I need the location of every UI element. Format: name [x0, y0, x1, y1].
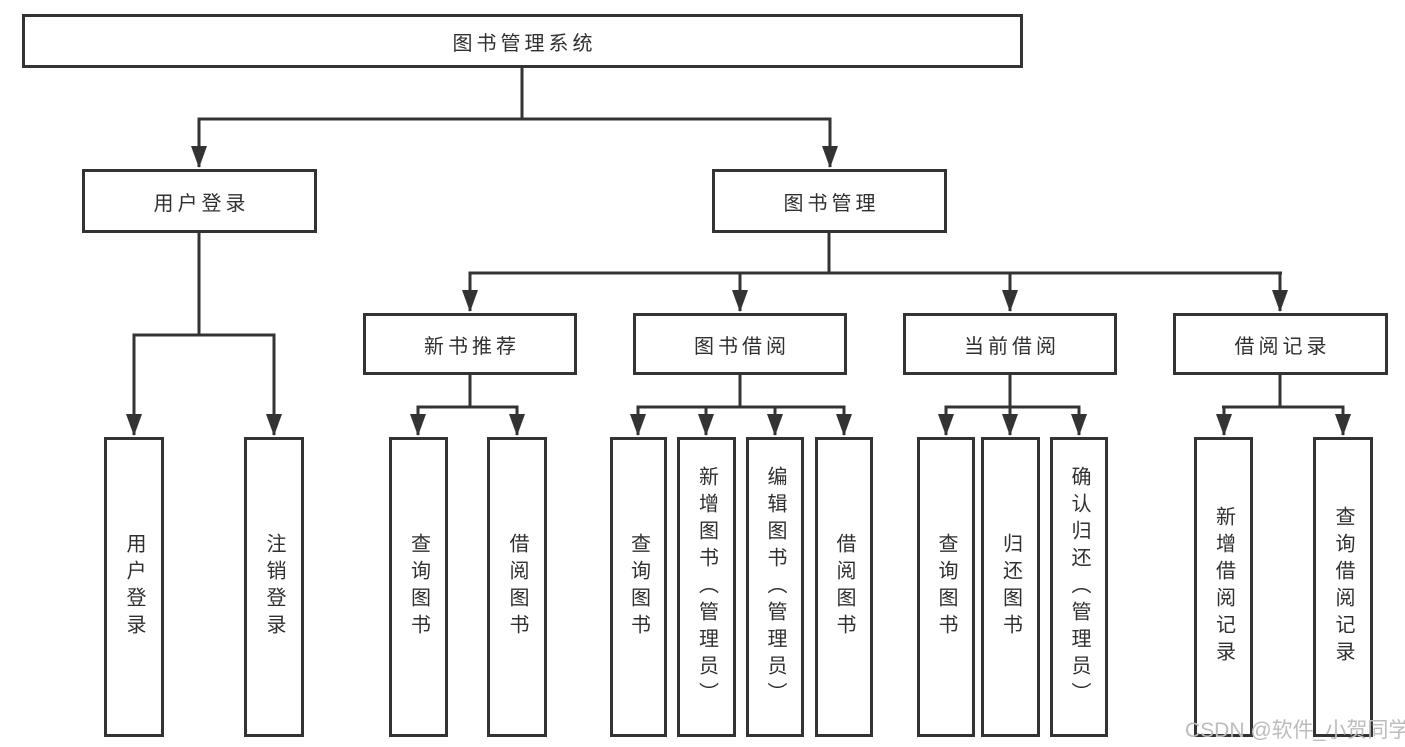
leaf-user-login: 用户登录: [104, 437, 164, 737]
leaf-return-books: 归还图书: [981, 437, 1040, 737]
node-borrow-records: 借阅记录: [1173, 313, 1388, 375]
node-label: 借阅记录: [1234, 335, 1331, 358]
node-label: 确认归还（管理员）: [1068, 465, 1090, 709]
node-book-borrow: 图书借阅: [633, 313, 847, 375]
node-label: 查询借阅记录: [1332, 506, 1354, 668]
node-label: 图书管理系统: [452, 32, 597, 55]
node-label: 查询图书: [407, 533, 430, 641]
node-book-management: 图书管理: [712, 169, 947, 233]
node-label: 图书借阅: [694, 335, 790, 358]
node-current-borrow: 当前借阅: [903, 313, 1117, 375]
node-label: 用户登录: [153, 192, 250, 215]
node-new-book-recommend: 新书推荐: [363, 313, 577, 375]
node-label: 查询图书: [627, 533, 650, 641]
leaf-logout: 注销登录: [244, 437, 304, 737]
node-library-system: 图书管理系统: [22, 14, 1023, 68]
csdn-watermark: CSDN @软件_小贺同学: [1185, 719, 1405, 742]
leaf-add-books-admin: 新增图书（管理员）: [677, 437, 736, 737]
node-label: 借阅图书: [833, 533, 855, 641]
leaf-confirm-return-admin: 确认归还（管理员）: [1050, 437, 1108, 737]
node-label: 注销登录: [263, 533, 285, 641]
node-label: 新书推荐: [424, 335, 520, 358]
leaf-recommend-query-books: 查询图书: [389, 437, 448, 737]
leaf-recommend-borrow-books: 借阅图书: [487, 437, 547, 737]
node-label: 新增借阅记录: [1212, 506, 1235, 668]
node-label: 图书管理: [783, 192, 880, 215]
node-label: 查询图书: [935, 533, 957, 641]
node-label: 归还图书: [999, 533, 1022, 641]
leaf-edit-books-admin: 编辑图书（管理员）: [746, 437, 804, 737]
node-label: 新增图书（管理员）: [695, 465, 718, 709]
node-label: 当前借阅: [964, 335, 1060, 358]
leaf-borrow-query-books: 查询图书: [610, 437, 667, 737]
leaf-borrow-books: 借阅图书: [815, 437, 873, 737]
leaf-query-borrow-record: 查询借阅记录: [1313, 437, 1373, 737]
node-label: 借阅图书: [506, 533, 528, 641]
leaf-add-borrow-record: 新增借阅记录: [1194, 437, 1253, 737]
node-label: 用户登录: [123, 533, 145, 641]
node-label: 编辑图书（管理员）: [764, 465, 786, 709]
node-user-login: 用户登录: [82, 169, 317, 233]
leaf-current-query-books: 查询图书: [917, 437, 975, 737]
